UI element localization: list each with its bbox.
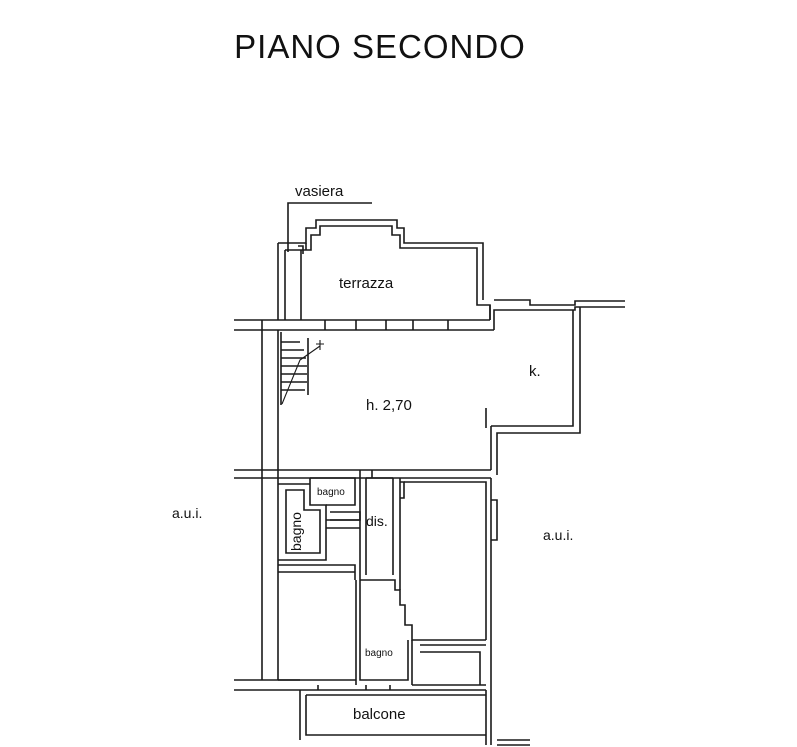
kitchen-top-wall [489,299,625,330]
label-dis: dis. [366,513,388,529]
stair [280,332,324,405]
label-kitchen: k. [529,363,541,380]
living-left-wall [261,330,279,470]
dis-side-wall [326,519,360,529]
dis-walls [359,470,401,590]
label-balcone: balcone [353,706,406,723]
bedroom-right-wall [404,478,492,645]
upper-wall-ticks [261,320,449,330]
bagno-bottom-outline [355,580,413,685]
lower-left-wall [234,478,300,691]
dis-top [366,470,405,499]
balcone-outline [299,645,492,745]
label-aui-right: a.u.i. [543,527,573,543]
bagno-bottom-top [360,579,486,641]
page-title: PIANO SECONDO [234,28,526,65]
bottom-right-stub [497,739,530,746]
kitchen-jamb [485,408,492,470]
terrazza-inner [284,225,491,320]
middle-wall [234,469,491,479]
terrazza-outline [277,219,484,320]
plan-walls [234,202,625,746]
bagno-vertical-outline [278,478,327,561]
label-vasiera: vasiera [295,183,344,200]
label-aui-left: a.u.i. [172,505,202,521]
label-bagno-vertical: bagno [288,512,304,551]
bagno-small-outline [310,477,356,506]
bagno-vertical-inner [285,489,321,554]
bagno-small-wall [330,511,361,521]
bedroom-door-jamb [491,499,498,541]
label-bagno-bottom: bagno [365,648,393,659]
middle-wall-ticks [261,470,279,478]
label-height: h. 2,70 [366,397,412,414]
kitchen-lower-wall [420,644,486,685]
vasiera-step [298,245,304,254]
upper-wall [234,319,494,331]
bottom-wall [278,679,486,691]
bedroom-divider [278,564,356,580]
vasiera-leader [287,202,372,252]
vasiera-wall [300,243,307,320]
label-terrazza: terrazza [339,275,394,292]
label-bagno-small: bagno [317,487,345,498]
kitchen-right-wall [491,307,581,475]
